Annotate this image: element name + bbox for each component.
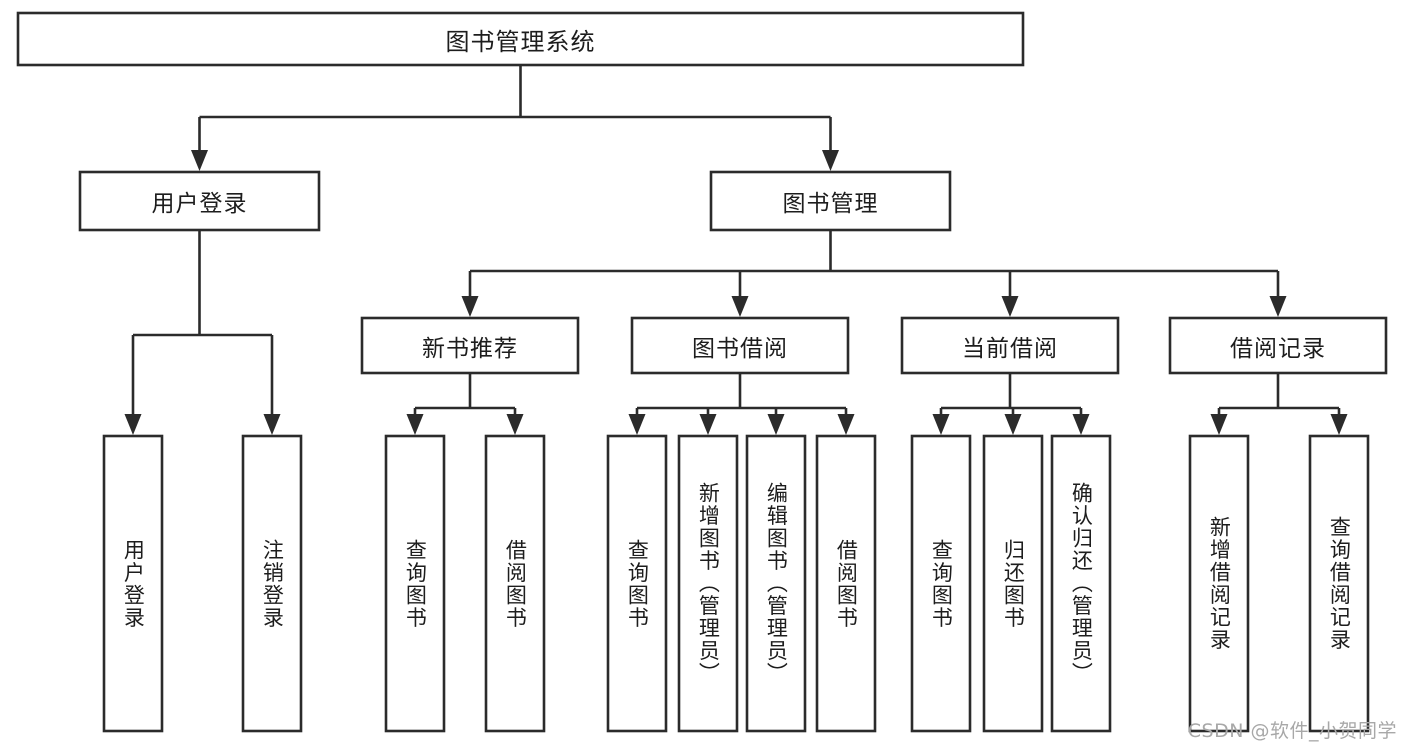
- arrow-head-l3-leaf-3-0: [1210, 414, 1228, 435]
- leaf-box-12[interactable]: [1308, 434, 1370, 733]
- arrow-head-l3-leaf-2-1: [1004, 414, 1022, 435]
- level3-box-2[interactable]: [900, 316, 1120, 375]
- leaf-box-9[interactable]: [982, 434, 1044, 733]
- level3-box-0[interactable]: [360, 316, 580, 375]
- leaf-box-4[interactable]: [606, 434, 668, 733]
- arrow-head-l3-leaf-3-1: [1330, 414, 1348, 435]
- arrow-head-level2-0: [191, 150, 208, 171]
- arrow-head-l3-leaf-2-0: [932, 414, 950, 435]
- arrow-head-login-leaf-0: [124, 414, 142, 435]
- arrow-head-l3-leaf-0-0: [406, 414, 424, 435]
- leaf-box-11[interactable]: [1188, 434, 1250, 733]
- leaf-box-8[interactable]: [910, 434, 972, 733]
- leaf-box-3[interactable]: [484, 434, 546, 733]
- arrow-head-level2-1: [822, 150, 839, 171]
- arrow-head-l3-leaf-2-2: [1072, 414, 1090, 435]
- arrow-head-level3-2: [1001, 296, 1019, 317]
- level3-box-1[interactable]: [630, 316, 850, 375]
- arrow-head-l3-leaf-1-2: [767, 414, 785, 435]
- leaf-box-10[interactable]: [1050, 434, 1112, 733]
- leaf-box-0[interactable]: [102, 434, 164, 733]
- leaf-box-7[interactable]: [815, 434, 877, 733]
- arrow-head-l3-leaf-0-1: [506, 414, 524, 435]
- level2-box-1[interactable]: [709, 170, 952, 232]
- arrow-head-level3-3: [1269, 296, 1287, 317]
- arrow-head-level3-0: [461, 296, 479, 317]
- leaf-box-6[interactable]: [745, 434, 807, 733]
- arrow-head-l3-leaf-1-3: [837, 414, 855, 435]
- arrow-head-l3-leaf-1-1: [699, 414, 717, 435]
- leaf-box-2[interactable]: [384, 434, 446, 733]
- connector-lines: [124, 65, 1348, 435]
- arrow-head-l3-leaf-1-0: [628, 414, 646, 435]
- arrow-head-level3-1: [731, 296, 749, 317]
- leaf-box-1[interactable]: [241, 434, 303, 733]
- leaf-box-5[interactable]: [677, 434, 739, 733]
- node-boxes: [16, 11, 1388, 733]
- root-box-0[interactable]: [16, 11, 1025, 67]
- level2-box-0[interactable]: [78, 170, 321, 232]
- arrow-head-login-leaf-1: [263, 414, 281, 435]
- level3-box-3[interactable]: [1168, 316, 1388, 375]
